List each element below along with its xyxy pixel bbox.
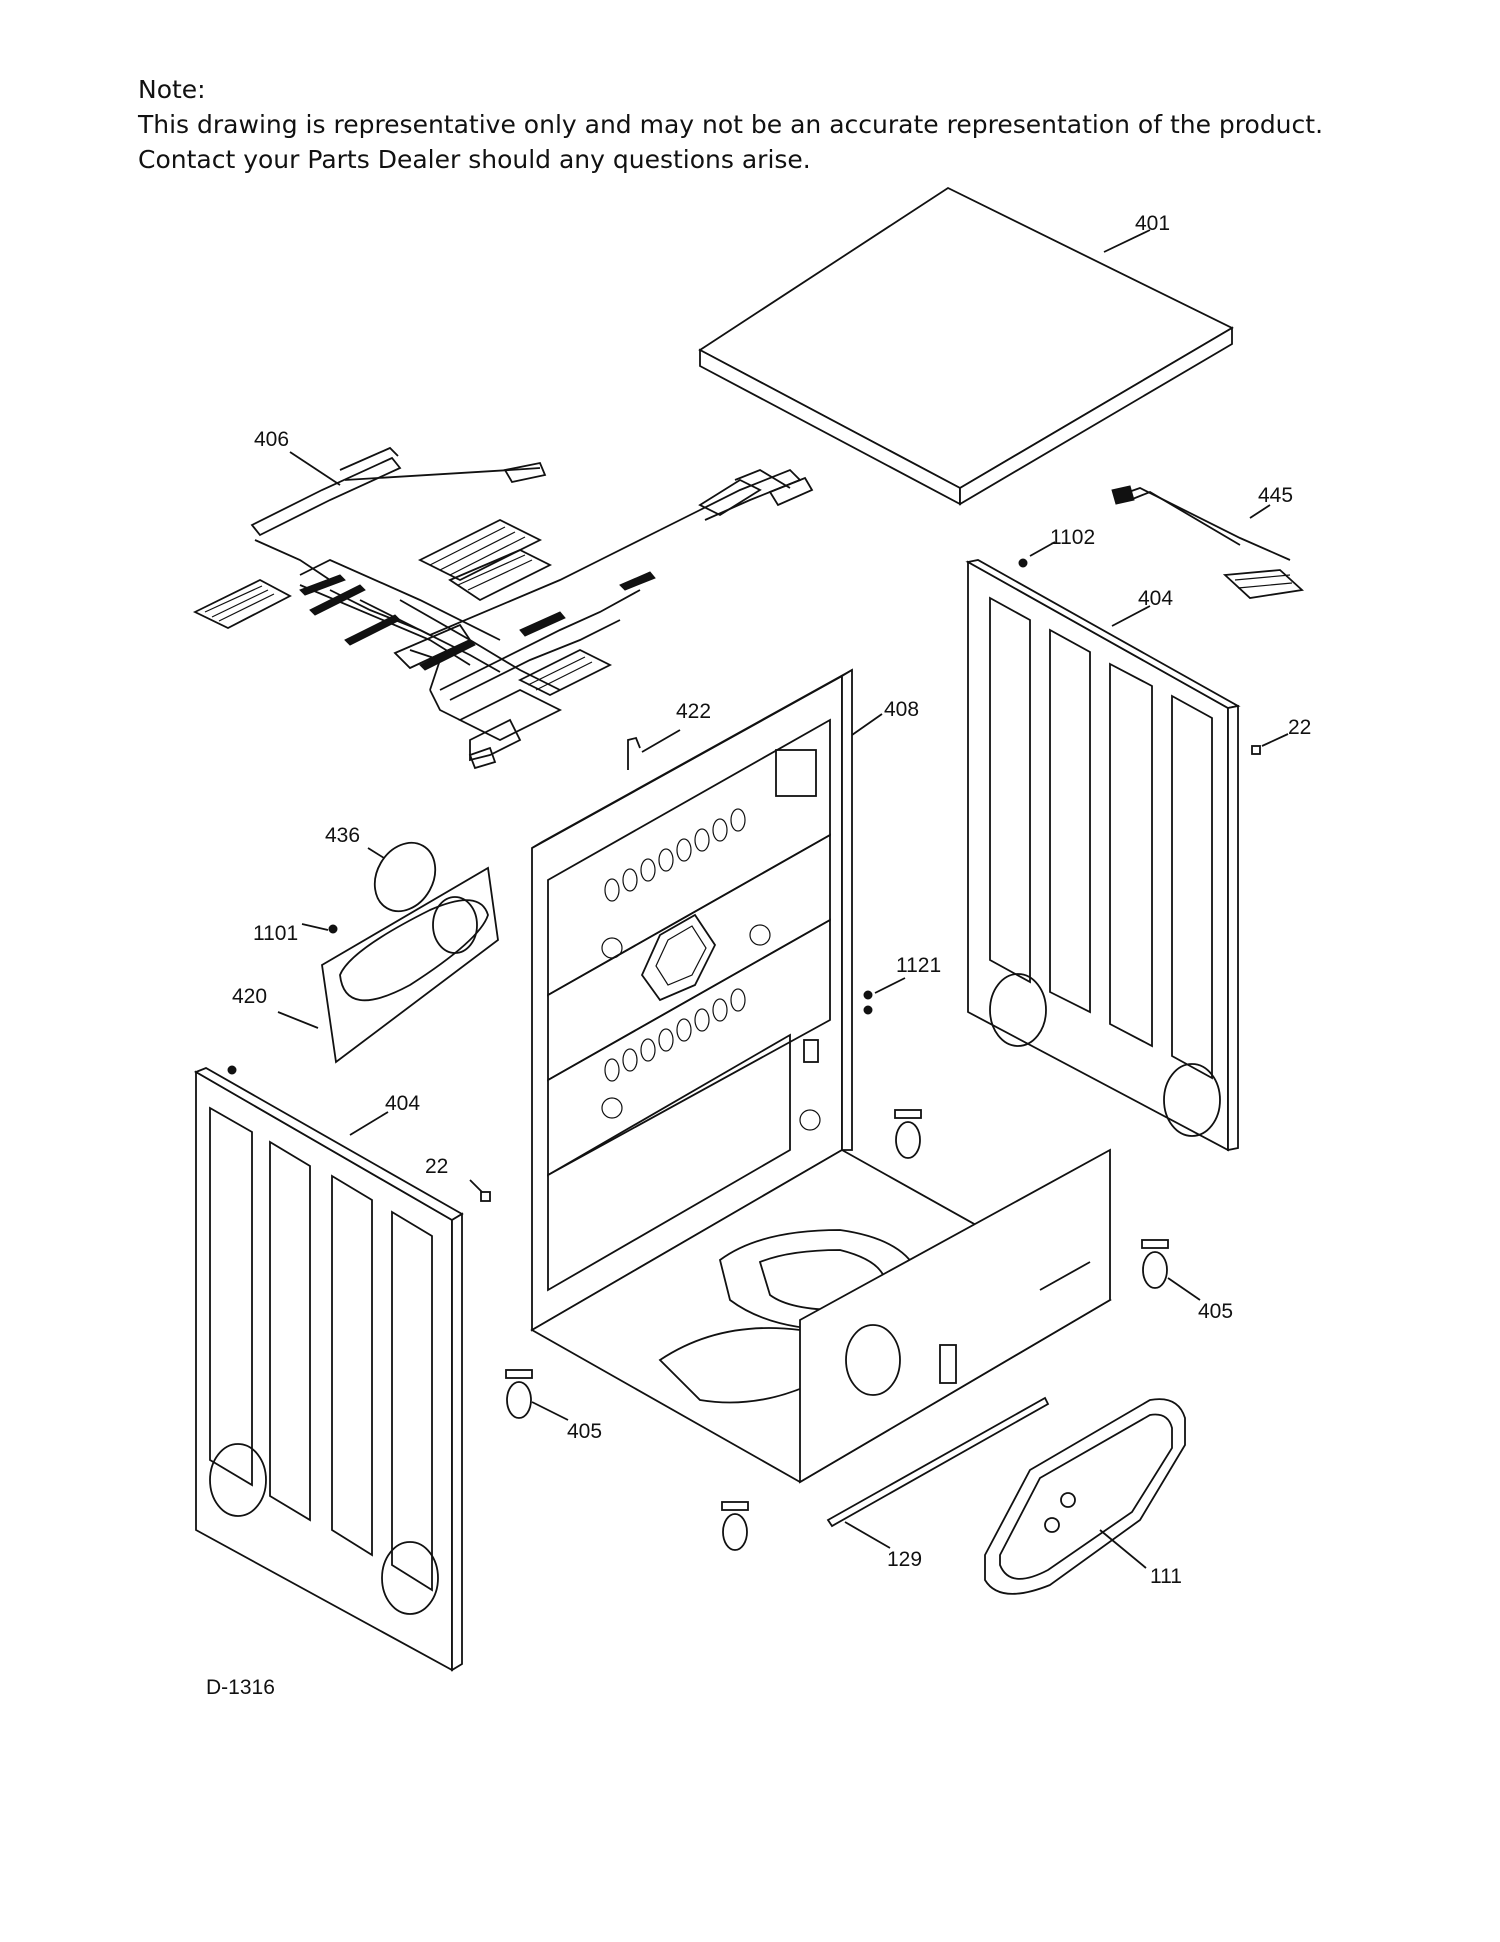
part-22-clip-left: 22 — [425, 1155, 491, 1202]
callout-445: 445 — [1258, 484, 1293, 507]
callout-129: 129 — [887, 1548, 922, 1571]
part-408-cabinet-base: 408 — [530, 668, 1112, 1484]
callout-22-left: 22 — [425, 1155, 448, 1178]
note-heading: Note: — [138, 75, 206, 104]
part-405-casters: 405 405 — [505, 1109, 1233, 1551]
callout-111: 111 — [1150, 1565, 1182, 1588]
callout-408: 408 — [884, 698, 919, 721]
part-404-right-side-panel: 404 — [965, 559, 1241, 1152]
part-406-wire-harness: 406 — [192, 428, 814, 770]
part-1102-screw: 1102 — [1018, 526, 1095, 568]
part-401-top-panel: 401 — [698, 186, 1234, 506]
disclaimer-note: Note: This drawing is representative onl… — [138, 72, 1323, 177]
callout-405-left: 405 — [567, 1420, 602, 1443]
part-1121-screws: 1121 — [863, 954, 941, 1015]
callout-404-right: 404 — [1138, 587, 1173, 610]
callout-401: 401 — [1135, 212, 1170, 235]
callout-1121: 1121 — [896, 954, 941, 977]
part-111-duct: 111 — [984, 1398, 1186, 1595]
part-445-sensor: 445 — [1111, 484, 1305, 599]
callout-404-left: 404 — [385, 1092, 420, 1115]
note-line-2: Contact your Parts Dealer should any que… — [138, 145, 811, 174]
callout-405-right: 405 — [1198, 1300, 1233, 1323]
callout-420: 420 — [232, 985, 267, 1008]
part-420-exhaust-duct: 420 — [232, 866, 499, 1064]
part-436-seal: 436 — [325, 824, 437, 913]
callout-436: 436 — [325, 824, 360, 847]
part-404-left-side-panel: 404 — [193, 1065, 464, 1672]
drawing-code: D-1316 — [206, 1676, 275, 1699]
callout-22-right: 22 — [1288, 716, 1311, 739]
part-22-clip-right: 22 — [1251, 716, 1311, 755]
note-line-1: This drawing is representative only and … — [138, 110, 1324, 139]
callout-422: 422 — [676, 700, 711, 723]
part-1101-screw: 1101 — [253, 922, 338, 945]
callout-1101: 1101 — [253, 922, 298, 945]
callout-406: 406 — [254, 428, 289, 451]
part-129-rod: 129 — [826, 1396, 1050, 1571]
part-422-clip: 422 — [627, 700, 711, 770]
callout-1102: 1102 — [1050, 526, 1095, 549]
